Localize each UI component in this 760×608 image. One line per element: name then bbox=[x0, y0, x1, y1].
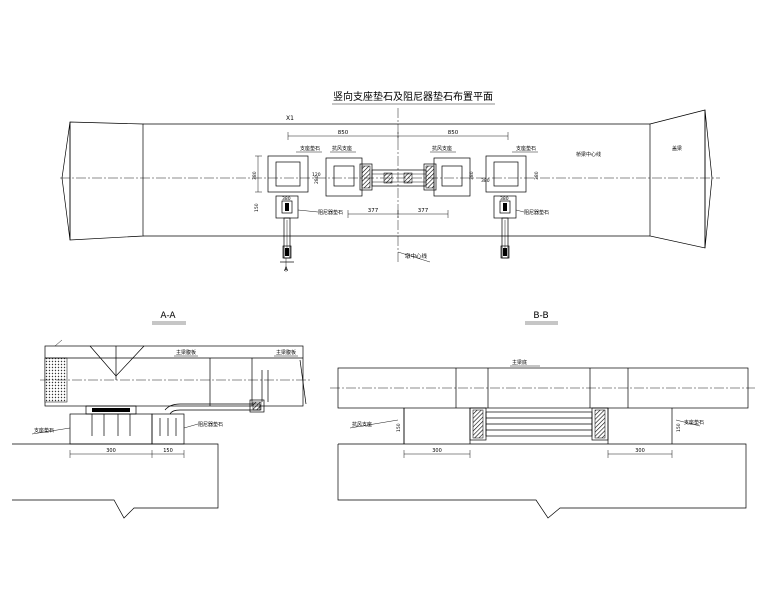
label-damper-stone-left: 阻尼器垫石 bbox=[318, 209, 343, 216]
label-stone-b-right: 支座垫石 bbox=[684, 419, 704, 426]
dim-150-b-right: 150 bbox=[676, 423, 682, 432]
label-centerline: 桥梁中心线 bbox=[576, 151, 601, 158]
grid-ref-label: X1 bbox=[286, 115, 294, 122]
dim-380-left: 380 bbox=[282, 196, 291, 202]
section-a-title: A-A bbox=[160, 311, 176, 321]
dim-380-right: 380 bbox=[500, 196, 509, 202]
dim-380-cr: 380 bbox=[469, 171, 475, 180]
dim-150-b-left: 150 bbox=[396, 423, 402, 432]
dim-300-a: 300 bbox=[106, 448, 116, 454]
label-support-stone-right: 支座垫石 bbox=[516, 145, 536, 152]
support-stone-right: 支座垫石 380 380 bbox=[485, 145, 540, 202]
wind-support-left: 抗风支座 280 120 bbox=[312, 145, 373, 197]
dim-850-left: 850 bbox=[338, 130, 349, 136]
dim-300-b-left: 300 bbox=[432, 448, 442, 454]
dim-380-right-v: 380 bbox=[534, 171, 540, 180]
section-b-title: B-B bbox=[533, 311, 548, 321]
plan-view: 竖向支座垫石及阻尼器垫石布置平面 X1 850 850 支座垫石 bbox=[60, 90, 720, 273]
label-main-beam-a2: 主梁腹板 bbox=[276, 349, 296, 356]
label-beam-b: 主梁底 bbox=[512, 359, 527, 366]
section-mark-a: A bbox=[284, 266, 289, 273]
support-stone-left: 支座垫石 380 380 bbox=[252, 145, 322, 202]
dim-850-right: 850 bbox=[448, 130, 459, 136]
label-support-stone-left: 支座垫石 bbox=[300, 145, 320, 152]
section-a-view: A-A 主梁腹板 主梁腹板 bbox=[12, 311, 312, 519]
dim-120: 120 bbox=[312, 172, 321, 178]
dim-150-left: 150 bbox=[254, 203, 260, 212]
dim-377-right: 377 bbox=[418, 208, 429, 214]
label-wind-left: 抗风支座 bbox=[332, 145, 352, 152]
dim-380-cr2: 380 bbox=[481, 178, 490, 184]
dim-280: 280 bbox=[314, 175, 320, 184]
damper-stone-right: 阻尼器垫石 bbox=[493, 195, 549, 259]
central-damper bbox=[371, 169, 427, 187]
label-damper-stone-a: 阻尼器垫石 bbox=[198, 421, 223, 428]
dim-300-b-right: 300 bbox=[635, 448, 645, 454]
label-damper-stone-right: 阻尼器垫石 bbox=[524, 209, 549, 216]
dim-150-a: 150 bbox=[163, 448, 173, 454]
damper-stone-left: 150 阻尼器垫石 A bbox=[254, 195, 343, 273]
label-main-beam-a: 主梁腹板 bbox=[176, 349, 196, 356]
label-cap: 盖梁 bbox=[672, 145, 682, 152]
dim-377-left: 377 bbox=[368, 208, 379, 214]
plan-title: 竖向支座垫石及阻尼器垫石布置平面 bbox=[333, 90, 493, 103]
cap-beam-plan bbox=[61, 109, 713, 249]
dim-380-left-v: 380 bbox=[252, 171, 258, 180]
label-wind-right: 抗风支座 bbox=[432, 145, 452, 152]
label-stone-a: 支座垫石 bbox=[34, 427, 54, 434]
label-pier-center: 墩中心线 bbox=[405, 252, 428, 260]
section-b-view: B-B 主梁底 抗风支座 支座垫石 150 150 bbox=[330, 311, 755, 519]
label-stone-b-left: 抗风支座 bbox=[352, 421, 372, 428]
wind-support-right: 抗风支座 380 380 bbox=[423, 145, 490, 197]
